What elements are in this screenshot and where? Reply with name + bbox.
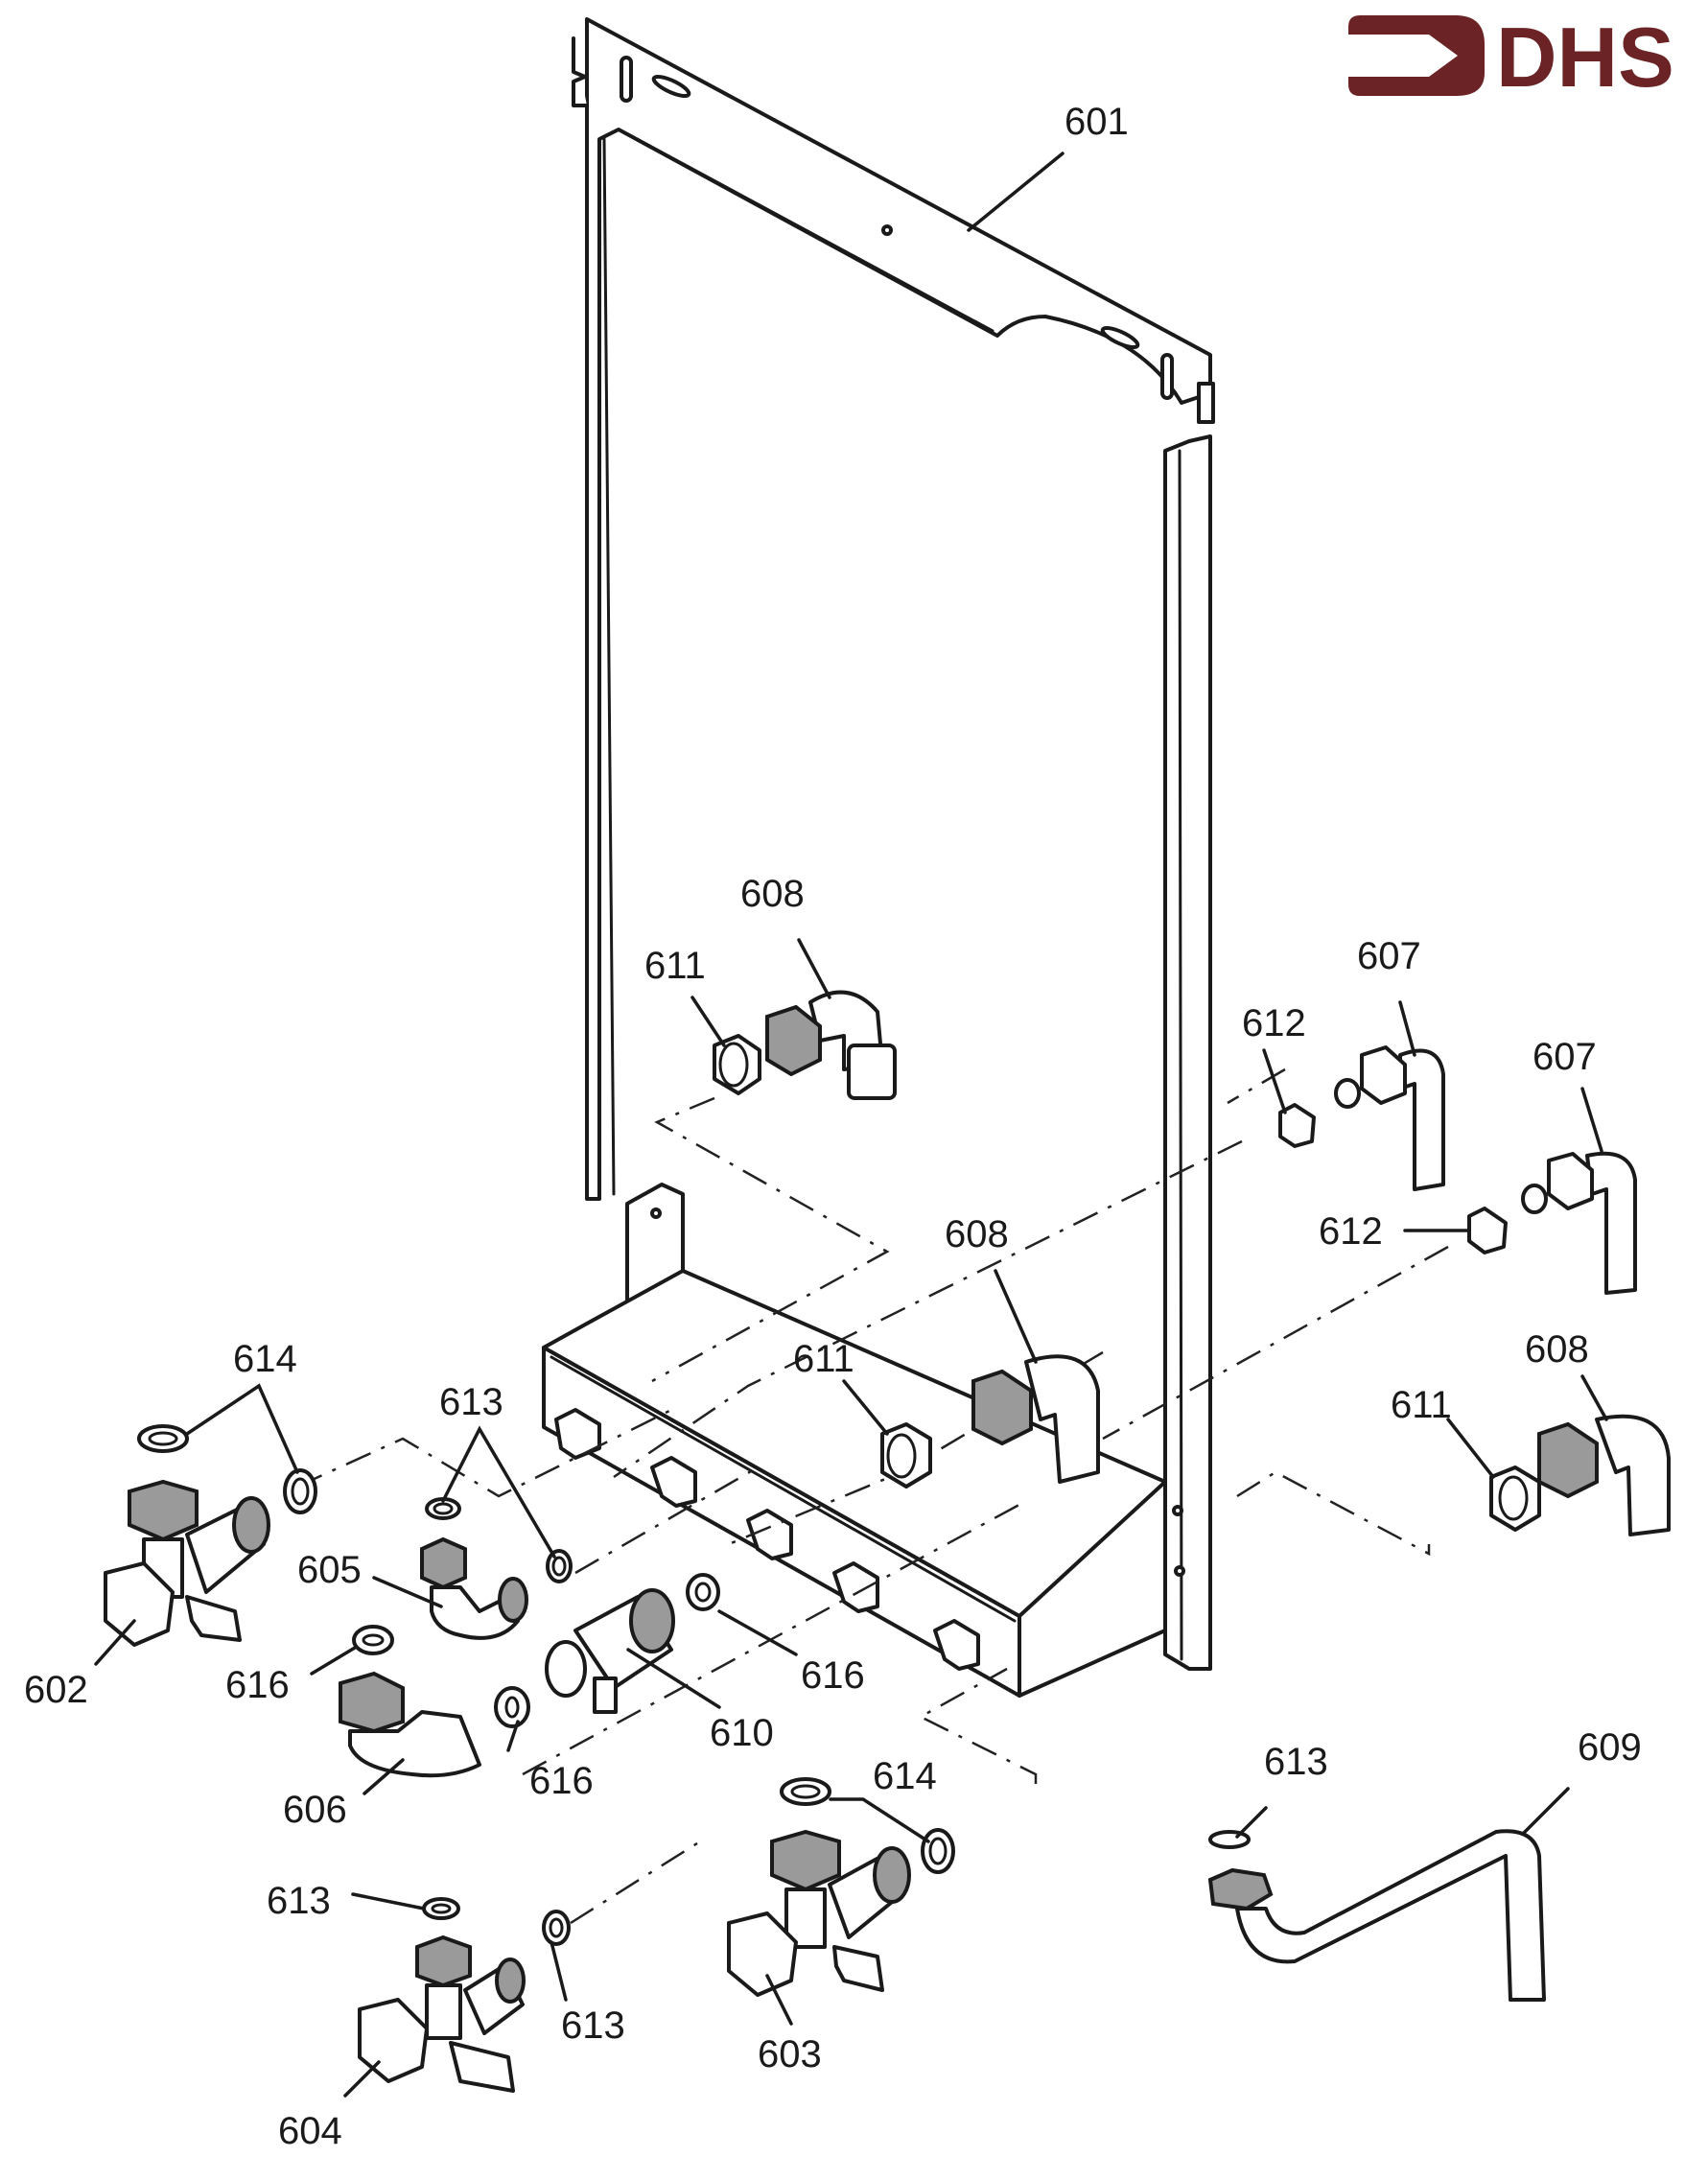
callout-612b: 612 — [1319, 1210, 1383, 1253]
callout-611b: 611 — [793, 1338, 854, 1380]
callout-labels: 601 602 603 604 605 606 607 607 608 608 … — [24, 101, 1642, 2152]
pipe-elbow-607-lower — [1467, 1151, 1637, 1295]
callout-607b: 607 — [1533, 1036, 1597, 1078]
callout-613c: 613 — [267, 1880, 331, 1922]
callout-602: 602 — [24, 1669, 88, 1711]
service-valve-604 — [358, 1897, 571, 2093]
elbow-608-middle — [880, 1354, 1100, 1489]
callout-612a: 612 — [1242, 1002, 1306, 1044]
callout-611a: 611 — [644, 945, 706, 987]
callout-613d: 613 — [561, 2005, 625, 2047]
callout-613a: 613 — [439, 1381, 503, 1423]
elbow-fitting-606 — [339, 1625, 530, 1778]
logo-text: DHS — [1496, 10, 1674, 105]
elbow-608-right — [1489, 1414, 1671, 1536]
mounting-frame — [542, 17, 1215, 1698]
callout-607a: 607 — [1357, 935, 1421, 977]
service-valve-603 — [727, 1777, 955, 1997]
callout-605: 605 — [297, 1549, 362, 1591]
callout-616c: 616 — [801, 1654, 865, 1697]
callout-613b: 613 — [1264, 1741, 1328, 1783]
callout-604: 604 — [278, 2110, 342, 2152]
callout-611c: 611 — [1391, 1384, 1452, 1426]
callout-603: 603 — [758, 2033, 822, 2075]
callout-609: 609 — [1578, 1726, 1642, 1769]
pipe-609 — [1207, 1829, 1546, 2002]
valve-fitting-610 — [545, 1573, 720, 1714]
pipe-elbow-607-upper — [1278, 1045, 1445, 1191]
elbow-fitting-605 — [420, 1497, 573, 1640]
callout-610: 610 — [710, 1712, 774, 1754]
elbow-608-upper — [713, 990, 897, 1100]
callout-601: 601 — [1065, 101, 1129, 143]
dhs-logo: DHS — [1348, 10, 1674, 105]
callout-614a: 614 — [233, 1338, 297, 1380]
callout-606: 606 — [283, 1789, 347, 1831]
callout-608a: 608 — [740, 873, 805, 915]
callout-616b: 616 — [529, 1760, 594, 1802]
logo-arrow-icon — [1348, 15, 1485, 96]
leader-lines — [94, 152, 1608, 2098]
callout-608c: 608 — [1525, 1328, 1589, 1371]
callout-608b: 608 — [945, 1213, 1009, 1255]
callout-614b: 614 — [873, 1755, 937, 1797]
callout-616a: 616 — [225, 1664, 290, 1706]
service-valve-602 — [104, 1424, 317, 1647]
